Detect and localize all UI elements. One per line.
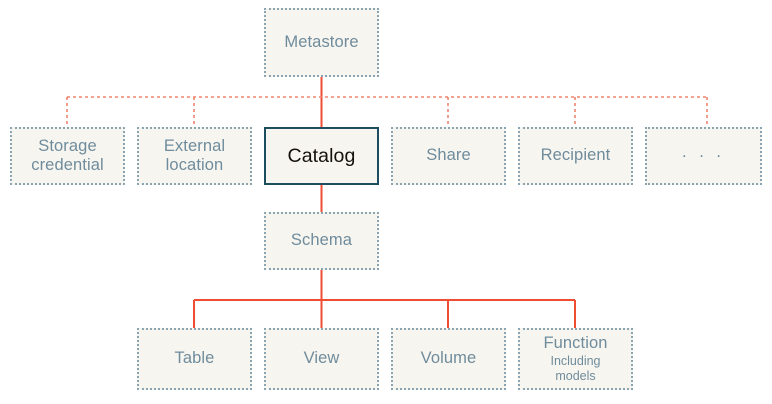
node-volume[interactable]: Volume [391, 328, 506, 390]
node-external-location-label: External location [163, 136, 226, 174]
node-storage-credential[interactable]: Storage credential [10, 127, 125, 185]
node-catalog[interactable]: Catalog [264, 127, 379, 185]
node-metastore-label: Metastore [284, 32, 359, 51]
node-recipient[interactable]: Recipient [518, 127, 633, 185]
node-function-subtitle: Including models [550, 354, 601, 384]
node-view-label: View [303, 349, 340, 368]
node-share[interactable]: Share [391, 127, 506, 185]
node-function-label: Function [543, 334, 608, 353]
node-view[interactable]: View [264, 328, 379, 390]
node-metastore[interactable]: Metastore [264, 8, 379, 77]
node-schema[interactable]: Schema [264, 212, 379, 270]
node-volume-label: Volume [420, 349, 477, 368]
node-function[interactable]: Function Including models [518, 328, 633, 390]
node-external-location[interactable]: External location [137, 127, 252, 185]
node-schema-label: Schema [290, 231, 353, 250]
node-share-label: Share [426, 146, 471, 165]
node-table-label: Table [174, 349, 215, 368]
node-catalog-label: Catalog [287, 144, 356, 167]
node-recipient-label: Recipient [540, 146, 611, 165]
node-storage-credential-label: Storage credential [31, 136, 104, 174]
node-table[interactable]: Table [137, 328, 252, 390]
node-more[interactable]: . . . [645, 127, 762, 185]
node-more-label: . . . [682, 143, 725, 162]
